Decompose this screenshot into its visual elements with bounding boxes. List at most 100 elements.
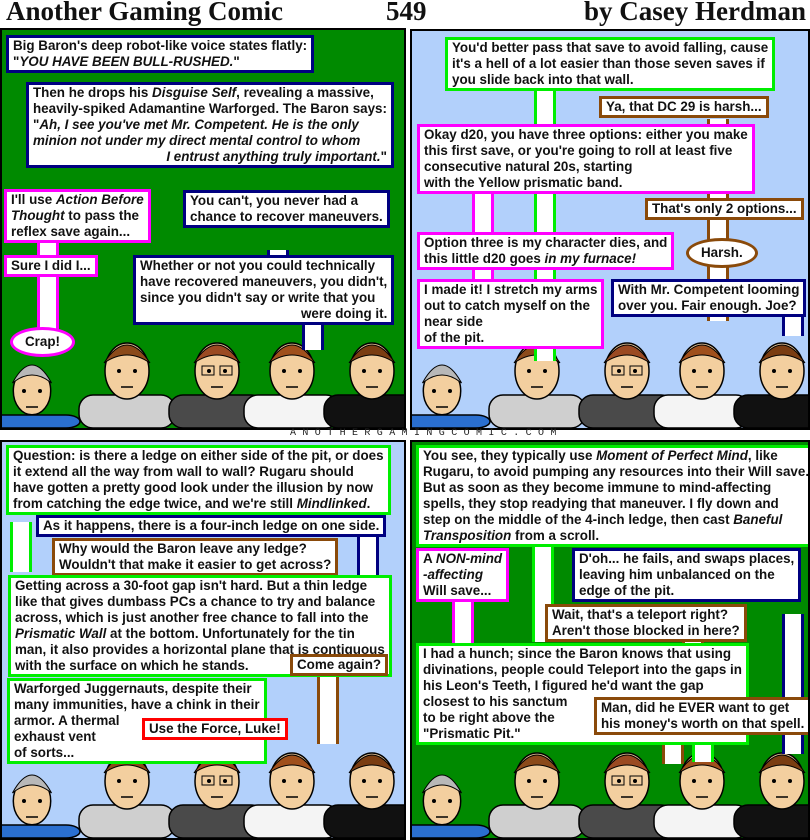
speech-line: since you didn't say or write that you — [140, 290, 376, 305]
emphasis-text: -affecting — [423, 567, 484, 582]
text-segment: , revealing a massive, — [236, 85, 374, 100]
long-haired-player — [323, 342, 404, 428]
speech-line: armor. A thermal — [14, 713, 120, 728]
curly-haired-player — [243, 342, 341, 428]
comic-author: by Casey Herdman — [584, 0, 806, 26]
emphasis-text: YOU HAVE BEEN BULL-RUSHED. — [19, 54, 234, 69]
text-segment: " — [380, 149, 387, 164]
speech-line: You'd better pass that save to avoid fal… — [452, 40, 769, 55]
speech-line: from catching the edge twice, and we're … — [13, 496, 384, 512]
long-haired-player — [323, 752, 404, 838]
speech-tail — [10, 522, 32, 572]
characters — [2, 342, 404, 428]
speech-line: many immunities, have a chink in their — [14, 697, 260, 712]
emphasis-text: Prismatic Wall — [15, 626, 107, 641]
text-segment: at the bottom. Unfortunately for the tin — [106, 626, 355, 641]
text-segment: " — [33, 117, 40, 132]
emphasis-text: Action Before — [55, 192, 144, 207]
emphasis-text: Disguise Self — [152, 85, 237, 100]
emphasis-text: NON-mind — [435, 551, 503, 566]
panel-4: You see, they typically use Moment of Pe… — [410, 440, 810, 840]
speech-line: Aren't those blocked in here? — [552, 623, 740, 638]
comic-number: 549 — [386, 0, 427, 26]
speech-line: -affecting — [423, 567, 502, 583]
text-segment: A — [423, 551, 436, 566]
speech-line: to be right above the — [423, 710, 555, 725]
text-segment: " — [13, 54, 20, 69]
long-haired-player — [733, 342, 808, 428]
emphasis-text: Mindlinked — [296, 496, 367, 511]
bald-player — [488, 752, 586, 838]
speech-line: it's a hell of a lot easier than those s… — [452, 56, 765, 71]
speech-line: Harsh. — [701, 245, 743, 260]
speech-line: D'oh... he fails, and swaps places, — [579, 551, 795, 566]
speech-line: As it happens, there is a four-inch ledg… — [43, 518, 380, 533]
speech-line: Man, did he EVER want to get — [601, 700, 790, 715]
grey-haired-player — [412, 774, 491, 838]
speech-line: consecutive natural 20s, starting — [424, 159, 633, 174]
emphasis-text: Transposition — [423, 528, 512, 543]
speech-line: reflex save again... — [11, 224, 131, 239]
speech-line: Use the Force, Luke! — [149, 721, 281, 736]
site-url: ANOTHERGAMINGCOMIC.COM — [290, 428, 563, 439]
speech-line: Prismatic Wall at the bottom. Unfortunat… — [15, 626, 385, 642]
speech-line: of sorts... — [14, 745, 75, 760]
speech-line: Will save... — [423, 583, 492, 598]
speech-box: Use the Force, Luke! — [142, 718, 288, 740]
speech-line: You can't, you never had a — [190, 193, 359, 208]
speech-line: out to catch myself on the — [424, 298, 590, 313]
panel-3: Question: is there a ledge on either sid… — [0, 440, 406, 840]
speech-box: I had a hunch; since the Baron knows tha… — [416, 643, 749, 745]
speech-line: Question: is there a ledge on either sid… — [13, 448, 384, 463]
speech-line: chance to recover maneuvers. — [190, 209, 383, 224]
speech-line: near side — [424, 314, 483, 329]
speech-line: A NON-mind — [423, 551, 502, 567]
speech-line: of the pit. — [424, 330, 485, 345]
panel-1: Big Baron's deep robot-like voice states… — [0, 28, 406, 430]
emphasis-text: in my furnace! — [544, 251, 637, 266]
text-segment: , like — [747, 448, 778, 463]
speech-line: Getting across a 30-foot gap isn't hard.… — [15, 578, 368, 593]
speech-tail — [302, 320, 324, 350]
speech-line: his Leon's Teeth, I figured he'd want th… — [423, 678, 704, 693]
speech-line: Come again? — [297, 657, 382, 672]
speech-line: closest to his sanctum — [423, 694, 568, 709]
speech-line: I'll use Action Before — [11, 192, 144, 208]
speech-line: That's only 2 options... — [652, 201, 797, 216]
speech-line: were doing it. — [300, 306, 388, 321]
panel-2: You'd better pass that save to avoid fal… — [410, 29, 810, 430]
speech-balloon: Harsh. — [686, 238, 758, 268]
speech-line: Wouldn't that make it easier to get acro… — [59, 557, 332, 572]
speech-line: Rugaru, to avoid pumping any resources i… — [423, 464, 810, 479]
speech-line: "Ah, I see you've met Mr. Competent. He … — [33, 117, 387, 133]
speech-box: Come again? — [290, 654, 389, 676]
long-haired-player — [733, 752, 808, 838]
grey-haired-player — [412, 364, 491, 428]
speech-line: exhaust vent — [14, 729, 96, 744]
speech-tail — [472, 191, 494, 236]
text-segment: from a scroll. — [511, 528, 600, 543]
speech-line: spells, they stop readying that maneuver… — [423, 496, 779, 511]
speech-line: Big Baron's deep robot-like voice states… — [13, 38, 308, 53]
speech-tail — [452, 602, 474, 647]
speech-line: You see, they typically use Moment of Pe… — [423, 448, 808, 464]
text-segment: " — [233, 54, 240, 69]
speech-line: Okay d20, you have three options: either… — [424, 127, 748, 142]
speech-box: Ya, that DC 29 is harsh... — [599, 96, 769, 118]
speech-box: Okay d20, you have three options: either… — [417, 124, 755, 194]
speech-line: across, which is just another free chanc… — [15, 610, 369, 625]
emphasis-text: I entrust anything truly important. — [166, 149, 381, 164]
speech-line: Then he drops his Disguise Self, reveali… — [33, 85, 387, 101]
speech-box: Getting across a 30-foot gap isn't hard.… — [8, 575, 392, 677]
text-segment: to pass the — [64, 208, 139, 223]
grey-haired-player — [2, 364, 81, 428]
speech-line: Warforged Juggernauts, despite their — [14, 681, 252, 696]
emphasis-text: minion not under my direct mental contro… — [33, 133, 361, 148]
speech-box: Sure I did I... — [4, 255, 98, 277]
speech-box: Wait, that's a teleport right?Aren't tho… — [545, 604, 747, 642]
speech-line: step on the middle of the 4-inch ledge, … — [423, 512, 808, 528]
